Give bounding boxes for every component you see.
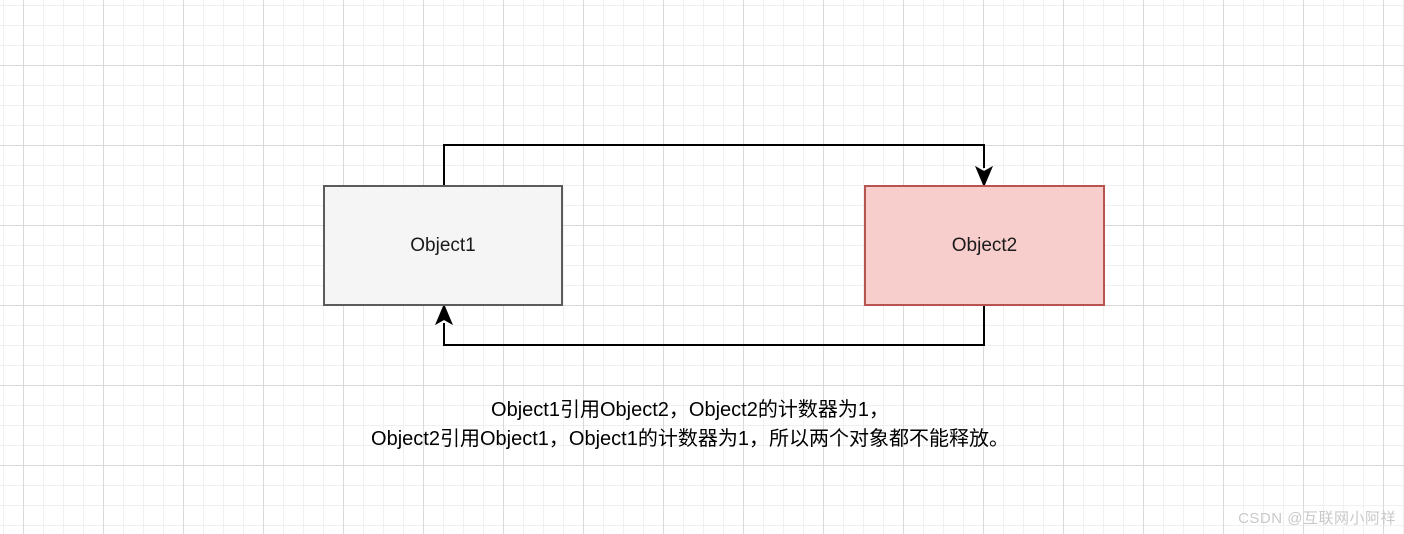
node-object2-label: Object2 [951, 234, 1018, 256]
edge-object2-to-object1-arrow [434, 303, 985, 346]
node-object1: Object1 [323, 185, 563, 306]
caption: Object1引用Object2，Object2的计数器为1， Object2引… [0, 396, 1380, 454]
node-object1-label: Object1 [410, 234, 476, 256]
edge-object1-to-object2-arrow [443, 144, 994, 188]
node-object2: Object2 [864, 185, 1105, 306]
edge-object1-to-object2-line [443, 144, 985, 185]
caption-line-1: Object1引用Object2，Object2的计数器为1， [491, 399, 889, 421]
caption-line-2: Object2引用Object1，Object1的计数器为1，所以两个对象都不能… [371, 428, 1009, 450]
arrowhead-up-icon [434, 303, 454, 326]
arrowhead-down-icon [974, 165, 994, 188]
watermark: CSDN @互联网小阿祥 [1238, 510, 1396, 527]
edge-object2-to-object1-line [443, 306, 985, 346]
